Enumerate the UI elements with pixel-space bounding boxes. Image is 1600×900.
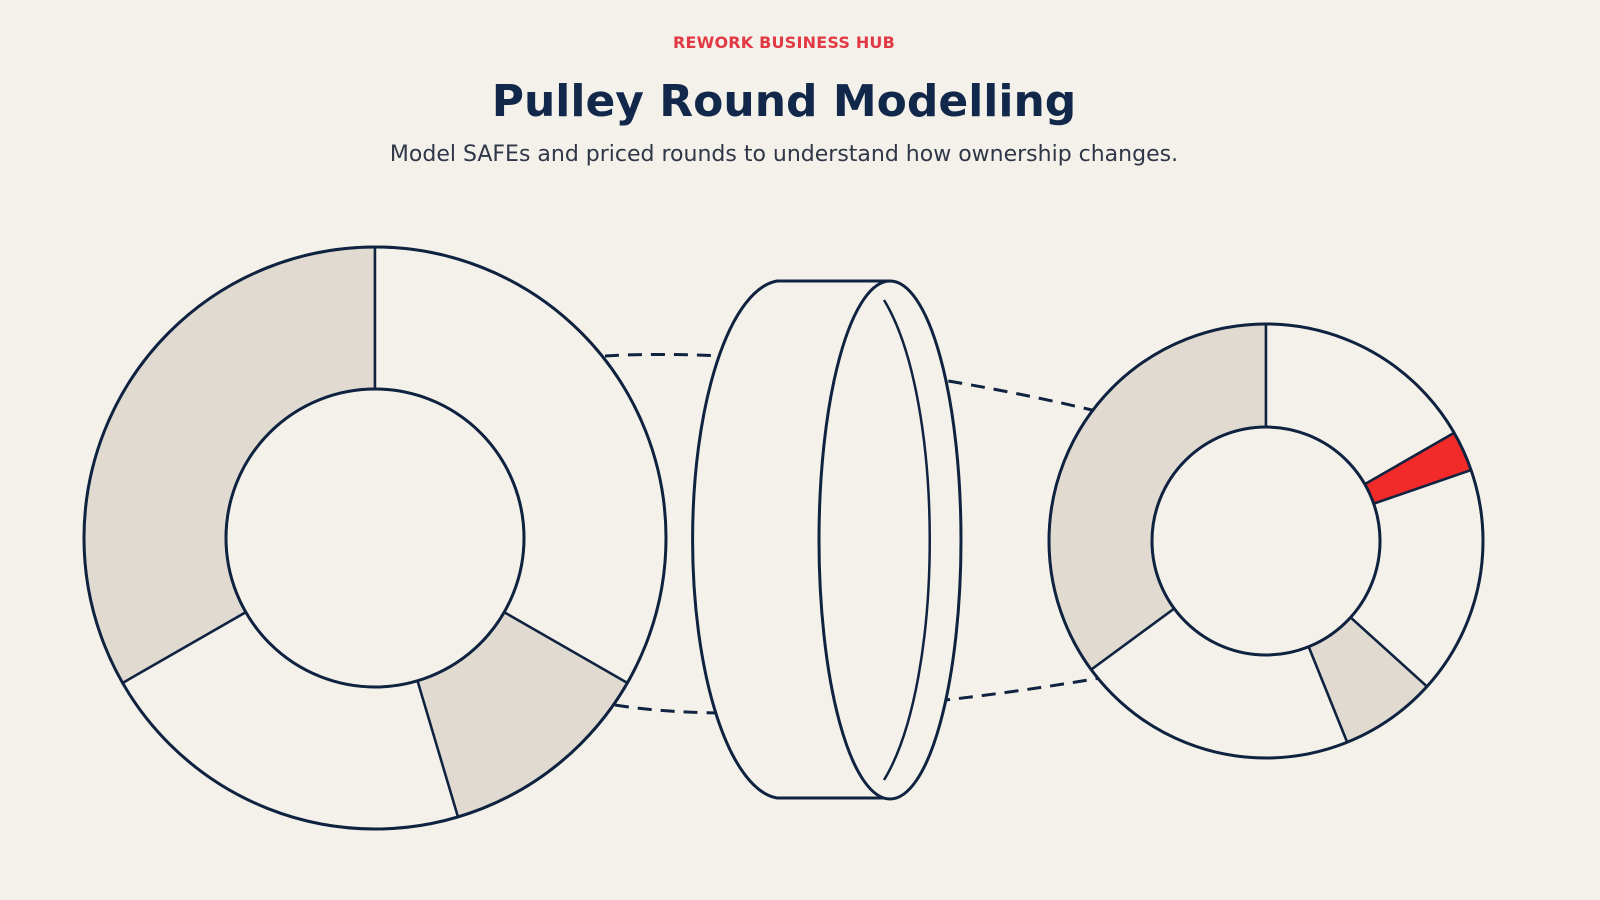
before-ring-inner-outline [224,387,526,689]
pulley-face-rim [882,299,931,781]
brand-eyebrow: REWORK BUSINESS HUB [672,33,896,52]
belt-top-line [604,352,1093,412]
before-ring-segment-1 [82,245,377,685]
after-ring-outer-outline [1047,322,1485,760]
page-subtitle: Model SAFEs and priced rounds to underst… [389,142,1179,167]
after-ring-segment-1 [1047,322,1268,671]
before-ownership-ring [82,245,668,831]
pulley-face [817,279,963,801]
after-ring-inner-outline [1150,425,1382,657]
before-ring-segment-2 [373,245,668,685]
after-ownership-ring [1047,322,1485,760]
page-title: Pulley Round Modelling [491,76,1077,127]
before-ring-outer-outline [82,245,668,831]
pulley-cylinder [691,279,963,801]
